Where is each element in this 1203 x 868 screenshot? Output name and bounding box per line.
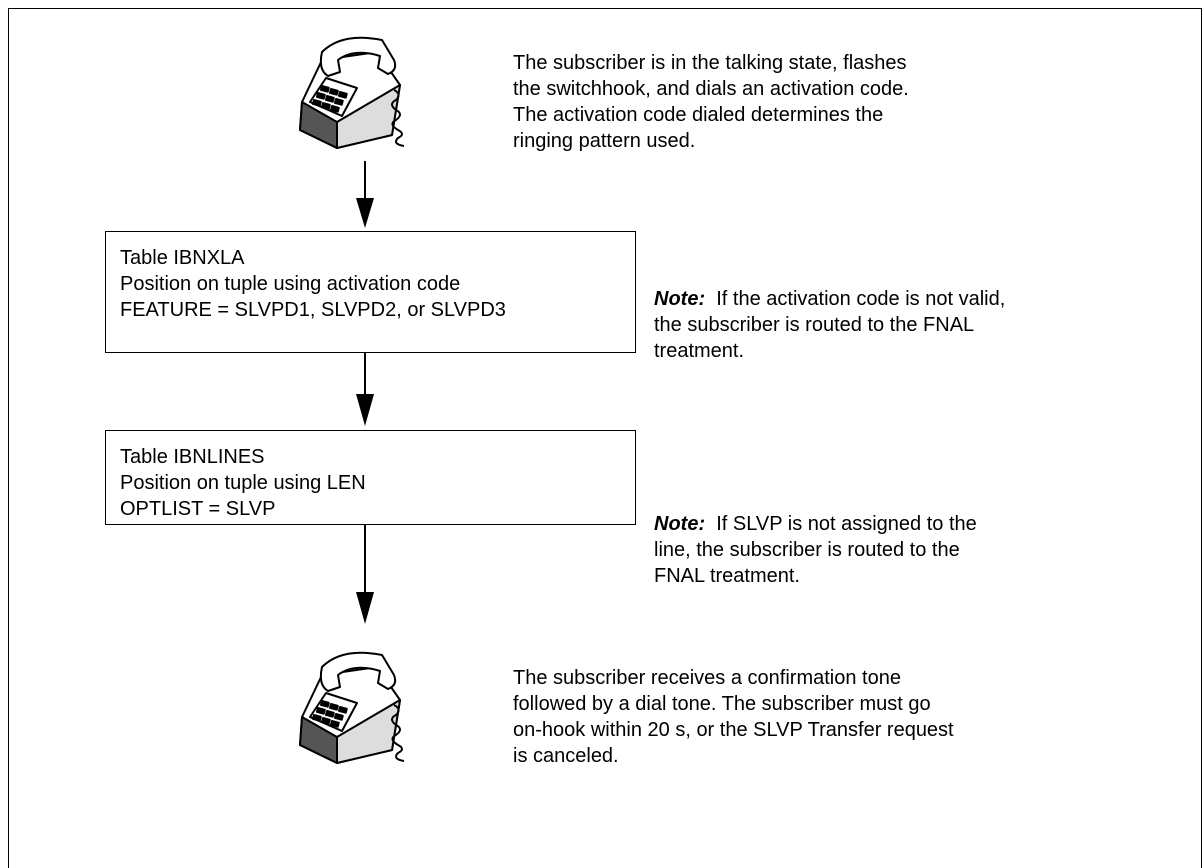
step2-description: The subscriber receives a confirmation t…	[513, 667, 954, 767]
note1-label: Note:	[654, 288, 706, 310]
telephone-icon	[282, 30, 422, 160]
arrow-ibnlines-to-phone	[356, 525, 374, 624]
box1-position: Position on tuple using activation code	[120, 273, 461, 295]
note2-label: Note:	[654, 513, 706, 535]
table-ibnlines-box: Table IBNLINES Position on tuple using L…	[105, 430, 636, 525]
step1-description: The subscriber is in the talking state, …	[513, 52, 909, 152]
table-ibnxla-box: Table IBNXLA Position on tuple using act…	[105, 231, 636, 353]
arrow-ibnxla-to-ibnlines	[356, 353, 374, 426]
box1-title: Table IBNXLA	[120, 247, 245, 269]
box2-optlist: OPTLIST = SLVP	[120, 498, 276, 520]
arrow-phone-to-ibnxla	[356, 161, 374, 228]
note1: Note: If the activation code is not vali…	[654, 288, 1006, 362]
telephone-icon	[282, 645, 422, 775]
diagram-frame	[8, 8, 1202, 868]
box2-title: Table IBNLINES	[120, 446, 265, 468]
note2: Note: If SLVP is not assigned to the lin…	[654, 513, 977, 587]
box2-position: Position on tuple using LEN	[120, 472, 366, 494]
box1-feature: FEATURE = SLVPD1, SLVPD2, or SLVPD3	[120, 299, 506, 321]
